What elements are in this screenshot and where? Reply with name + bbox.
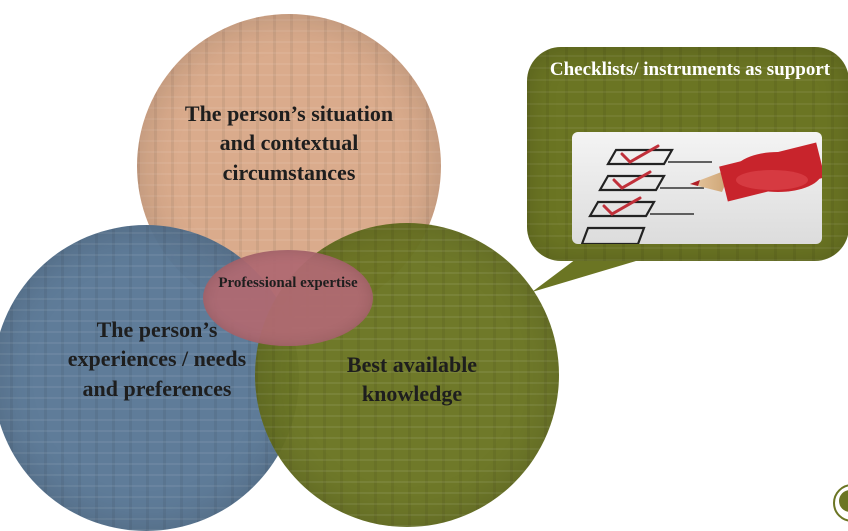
expertise-oval: [203, 250, 373, 346]
checklist-illustration: [572, 132, 822, 244]
knowledge-circle: [255, 223, 559, 527]
bubble-title: Checklists/ instruments as support: [549, 59, 831, 80]
check-marks: [602, 144, 660, 216]
knowledge-label: Best available knowledge: [346, 352, 478, 407]
situation-label: The person’s situation and contextual ci…: [184, 101, 394, 185]
experiences-label: The person’s experiences / needs and pre…: [67, 317, 247, 401]
pencil-icon: [690, 142, 822, 202]
expertise-label: Professional expertise: [218, 275, 358, 291]
